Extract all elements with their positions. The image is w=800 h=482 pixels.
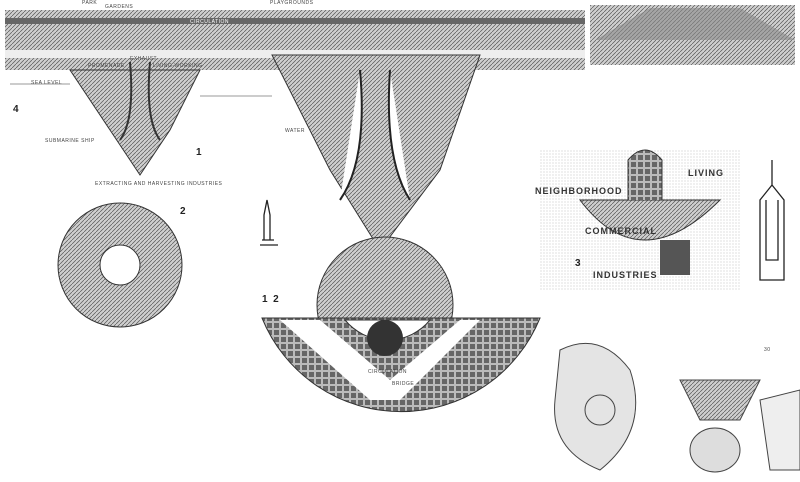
label-circulation-plan: CIRCULATION [368, 369, 408, 375]
label-bridge: BRIDGE [392, 381, 415, 387]
label-water: WATER [285, 128, 305, 134]
label-living-working: LIVING-WORKING [153, 63, 203, 69]
label-living: LIVING [688, 168, 725, 178]
figure-number-1-2: 1 2 [262, 294, 279, 305]
skyscraper-icon [260, 160, 785, 281]
figure-3-neighborhood [540, 149, 740, 290]
figure-number-1: 1 [196, 147, 202, 158]
label-park: PARK [82, 0, 98, 6]
page-number: 30 [764, 347, 771, 353]
label-neighborhood: NEIGHBORHOOD [535, 186, 623, 196]
figure-number-3: 3 [575, 258, 581, 269]
label-sea-level: SEA LEVEL [31, 80, 63, 86]
sketch-plans [554, 342, 800, 473]
label-extracting: EXTRACTING AND HARVESTING INDUSTRIES [95, 181, 223, 187]
label-promenade: PROMENADE [88, 63, 125, 69]
label-circulation-top: CIRCULATION [190, 19, 230, 25]
label-gardens: GARDENS [105, 4, 134, 10]
label-playgrounds: PLAYGROUNDS [270, 0, 314, 6]
label-industries: INDUSTRIES [593, 270, 658, 280]
label-commercial: COMMERCIAL [585, 226, 657, 236]
label-exhaust: EXHAUST [130, 56, 158, 62]
label-submarine-ship: SUBMARINE SHIP [45, 138, 95, 144]
figure-1-2-plan [261, 236, 541, 413]
main-funnel-section [200, 54, 481, 251]
figure-4-section [10, 61, 201, 176]
figure-number-4: 4 [13, 104, 19, 115]
figure-number-2: 2 [180, 206, 186, 217]
